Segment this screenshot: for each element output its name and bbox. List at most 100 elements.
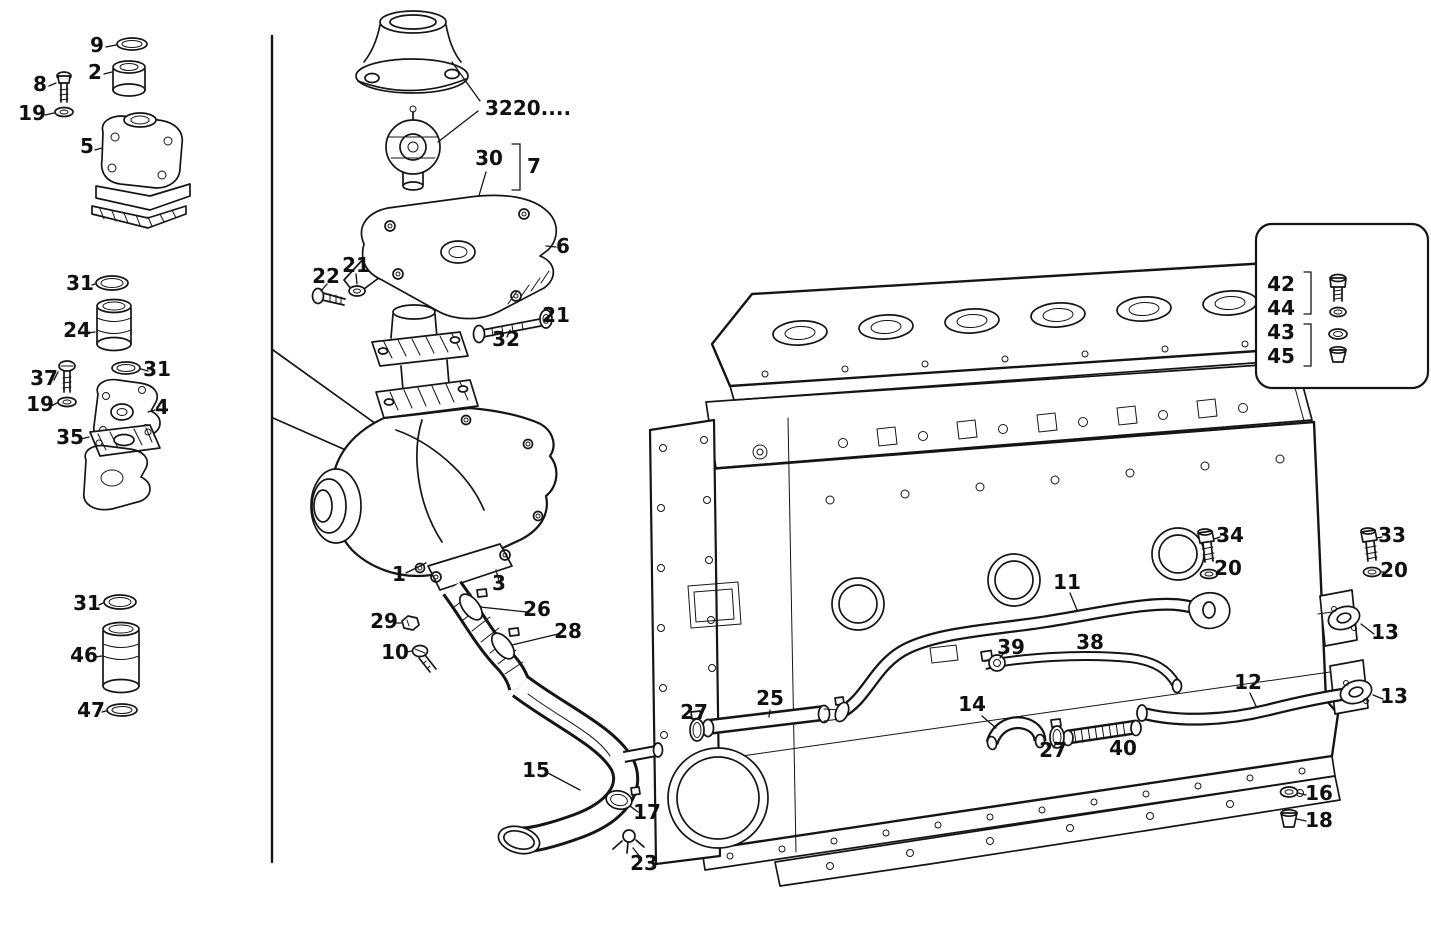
callout-47: 47 (77, 698, 105, 722)
callout-46: 46 (70, 643, 98, 667)
bolt-22-and-washer-21 (311, 285, 366, 306)
bolt-10 (411, 644, 437, 673)
water-outlet-elbow (355, 10, 469, 94)
washer-19-upper (54, 106, 74, 118)
connector-cap-2 (112, 60, 146, 97)
sleeve-24 (96, 298, 132, 352)
callout-23: 23 (630, 851, 658, 875)
washer-20-right (1362, 566, 1382, 578)
callout-35: 35 (56, 425, 84, 449)
callout-14: 14 (958, 692, 986, 716)
bypass-pipe-38 (984, 650, 1183, 694)
hose-12 (1136, 686, 1353, 726)
elbow-14 (985, 716, 1047, 751)
callout-42: 42 (1267, 272, 1295, 296)
callout-45: 45 (1267, 344, 1295, 368)
callout-2: 2 (88, 60, 102, 84)
braided-hose-40 (1062, 719, 1142, 747)
thermostat-cover-6 (343, 194, 558, 320)
callout-1: 1 (392, 562, 406, 586)
clamp-17 (605, 786, 641, 811)
callout-38: 38 (1076, 630, 1104, 654)
callout-11: 11 (1053, 570, 1081, 594)
callout-44: 44 (1267, 296, 1295, 320)
drain-cock-23 (612, 829, 645, 854)
callout-17: 17 (633, 800, 661, 824)
callout-31-a: 31 (66, 271, 94, 295)
part-number-leaders (437, 61, 481, 143)
valve-cover-bosses (772, 290, 1258, 346)
outlet-hose-with-clamps (442, 580, 532, 691)
callout-3: 3 (492, 571, 506, 595)
callout-25: 25 (756, 686, 784, 710)
oring-31-upper (95, 275, 129, 291)
callout-43: 43 (1267, 320, 1295, 344)
bolt-21-and-washer-32 (472, 309, 553, 344)
callout-21-b: 21 (542, 303, 570, 327)
callout-13-a: 13 (1371, 620, 1399, 644)
clamp-27-left (689, 710, 705, 742)
legend-washer-icon-upper (1329, 306, 1347, 318)
callout-16: 16 (1305, 781, 1333, 805)
engine-block-art (648, 261, 1369, 887)
callout-31-b: 31 (143, 357, 171, 381)
bolt-37 (58, 360, 76, 393)
callout-22: 22 (312, 264, 340, 288)
washer-19-lower (57, 396, 77, 408)
callout-20-a: 20 (1214, 556, 1242, 580)
callout-30: 30 (475, 146, 503, 170)
flange-13-upper (1317, 605, 1361, 631)
legend-washer-icon-lower (1328, 328, 1348, 340)
callout-9: 9 (90, 33, 104, 57)
callout-10: 10 (381, 640, 409, 664)
callout-4: 4 (155, 395, 169, 419)
oring-31-mid (111, 361, 141, 375)
callout-15: 15 (522, 758, 550, 782)
callout-28: 28 (554, 619, 582, 643)
callout-27-b: 27 (1039, 738, 1067, 762)
gasket-35 (89, 424, 161, 457)
callout-12: 12 (1234, 670, 1262, 694)
water-pump-3 (310, 406, 558, 591)
callout-6: 6 (556, 234, 570, 258)
nut-29 (401, 615, 420, 631)
hose-11 (834, 591, 1231, 723)
callout-27-a: 27 (680, 700, 708, 724)
callout-20-b: 20 (1380, 558, 1408, 582)
callout-19-b: 19 (26, 392, 54, 416)
callout-8: 8 (33, 72, 47, 96)
callout-5: 5 (80, 134, 94, 158)
leader-lines (44, 44, 1385, 859)
ring-16 (1279, 786, 1299, 798)
legend-plug-icon (1329, 345, 1347, 363)
callout-19-a: 19 (18, 101, 46, 125)
bolt-34 (1197, 528, 1215, 563)
callout-37: 37 (30, 366, 58, 390)
thermostat-neck-and-gaskets (371, 304, 479, 419)
callout-32: 32 (492, 327, 520, 351)
callout-7: 7 (527, 154, 541, 178)
callout-13-b: 13 (1380, 684, 1408, 708)
callout-34: 34 (1216, 523, 1244, 547)
bolt-8 (56, 71, 72, 103)
callout-31-c: 31 (73, 591, 101, 615)
plug-18 (1280, 808, 1298, 828)
callout-39: 39 (997, 635, 1025, 659)
callout-18: 18 (1305, 808, 1333, 832)
legend-bolt-icon (1329, 273, 1347, 302)
callout-26: 26 (523, 597, 551, 621)
seal-ring-9 (116, 37, 148, 51)
callout-24: 24 (63, 318, 91, 342)
callout-33: 33 (1378, 523, 1406, 547)
washer-20-mid (1199, 568, 1219, 580)
callout-labels: 9 2 8 19 5 31 24 37 19 31 4 35 31 46 47 … (18, 33, 1408, 875)
flange-13-lower (1339, 679, 1373, 705)
housing-4-installed-outline (83, 444, 151, 511)
housing-5 (91, 112, 191, 229)
bolt-33 (1360, 527, 1378, 562)
outlet-pipe-15 (497, 675, 664, 855)
hose-25 (701, 704, 841, 738)
legend-box (1254, 222, 1430, 390)
